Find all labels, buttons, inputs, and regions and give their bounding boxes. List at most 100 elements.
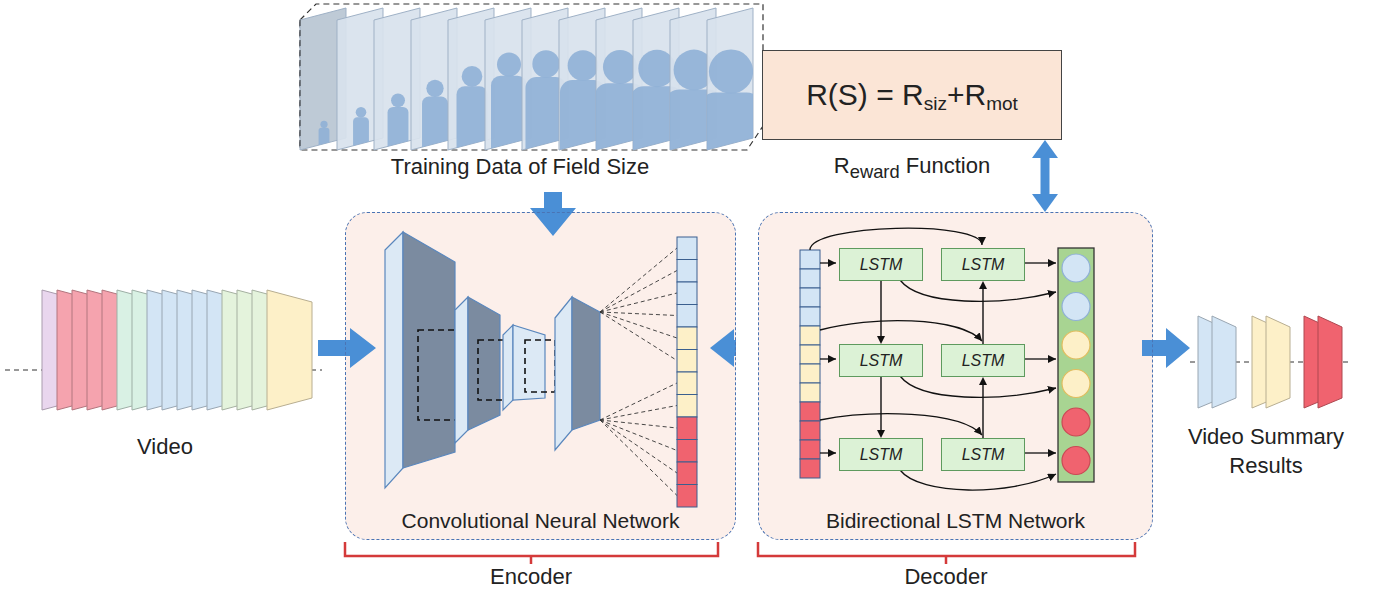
training-frames (391, 93, 405, 107)
bracket (345, 542, 718, 564)
box-label: LSTM (962, 446, 1005, 464)
lstm-link (982, 385, 983, 438)
training-frames (603, 50, 637, 84)
figure-caption: Training Data of Field Size (310, 153, 730, 182)
summary-frames (1318, 316, 1342, 408)
lstm-flow (810, 228, 982, 250)
feature-vector (600, 420, 677, 451)
box-label: LSTM (860, 446, 903, 464)
bracket (758, 542, 1135, 564)
lstm-box: LSTM (839, 344, 923, 377)
box-label: LSTM (962, 256, 1005, 274)
region-label: Convolutional Neural Network (346, 509, 735, 533)
training-frames (568, 50, 599, 81)
figure-caption: Video Summary Results (1184, 423, 1349, 480)
lstm-flow (820, 321, 982, 341)
training-frames (698, 92, 764, 276)
lstm-flow (800, 326, 820, 345)
training-frames (698, 49, 764, 276)
lstm-flow (1062, 370, 1090, 398)
feature-vector (677, 237, 697, 260)
lstm-flow (900, 470, 1056, 490)
figure-caption: Video (105, 433, 225, 462)
video-frames (267, 290, 312, 410)
feature-vector (600, 406, 677, 421)
video-frames (5, 290, 322, 410)
feature-vector (600, 248, 677, 312)
feature-vector (677, 440, 697, 463)
training-frames (353, 117, 369, 161)
lstm-flow (800, 459, 820, 478)
feature-vector (600, 237, 697, 507)
feature-vector (677, 417, 697, 440)
cnn-illustration (468, 297, 500, 430)
training-frames (300, 4, 764, 276)
flow-arrow (318, 192, 1190, 368)
lstm-flow (800, 440, 820, 459)
feature-vector (677, 395, 697, 418)
reward-box: R(S) = Rsiz+RmotReward Function (762, 50, 1062, 140)
training-frames (709, 49, 753, 93)
lstm-flow (800, 307, 820, 326)
feature-vector (677, 260, 697, 283)
lstm-flow (1062, 408, 1090, 436)
cnn-illustration (403, 232, 455, 468)
region-fill (345, 212, 1153, 540)
feature-vector (677, 282, 697, 305)
lstm-box: LSTM (941, 344, 1025, 377)
cnn-illustration (455, 297, 468, 443)
flow-arrow (1041, 158, 1050, 194)
training-frames (319, 128, 330, 158)
cnn-illustration (385, 232, 600, 488)
lstm-flow (1062, 331, 1090, 359)
lstm-flow (900, 280, 1056, 301)
network-region: Bidirectional LSTM Network LSTM LSTM LSTM LS… (758, 212, 1153, 540)
training-frames (532, 50, 559, 77)
lstm-flow (800, 288, 820, 307)
region-label: Bidirectional LSTM Network (759, 509, 1152, 533)
lstm-flow (800, 421, 820, 440)
training-frames (353, 107, 369, 161)
cnn-illustration (555, 297, 572, 450)
section-label: Encoder (431, 563, 631, 589)
training-frames (497, 52, 521, 76)
lstm-flow (800, 345, 820, 364)
box-label: LSTM (962, 352, 1005, 370)
cnn-illustration (525, 340, 555, 392)
lstm-flow (1024, 262, 1056, 263)
box-label: LSTM (860, 352, 903, 370)
box-heading: Reward Function (834, 153, 990, 183)
training-frames (319, 121, 330, 158)
lstm-flow (800, 269, 820, 288)
section-label: Decoder (846, 563, 1046, 589)
lstm-box: LSTM (839, 438, 923, 471)
lstm-flow (800, 250, 820, 269)
lstm-box: LSTM (941, 248, 1025, 281)
lstm-link (982, 289, 983, 344)
training-frames (356, 107, 367, 118)
reward-formula: R(S) = Rsiz+Rmot (806, 78, 1018, 112)
feature-vector (677, 305, 697, 328)
summary-frames (1212, 316, 1236, 408)
feature-vector (677, 462, 697, 485)
flow-arrow (530, 192, 576, 236)
lstm-flow (1062, 447, 1090, 475)
lstm-link (880, 377, 881, 430)
feature-vector (600, 293, 677, 312)
training-frames (426, 80, 443, 97)
summary-frames (1190, 316, 1352, 408)
box-label: LSTM (860, 256, 903, 274)
lstm-flow (800, 383, 820, 402)
summary-frames (1266, 316, 1290, 408)
flow-arrow (1142, 328, 1190, 368)
lstm-flow (820, 414, 982, 435)
lstm-flow (820, 358, 836, 359)
feature-vector (600, 312, 677, 338)
lstm-box: LSTM (839, 248, 923, 281)
lstm-flow (1024, 452, 1056, 453)
cnn-illustration (513, 325, 545, 400)
lstm-flow (800, 364, 820, 383)
